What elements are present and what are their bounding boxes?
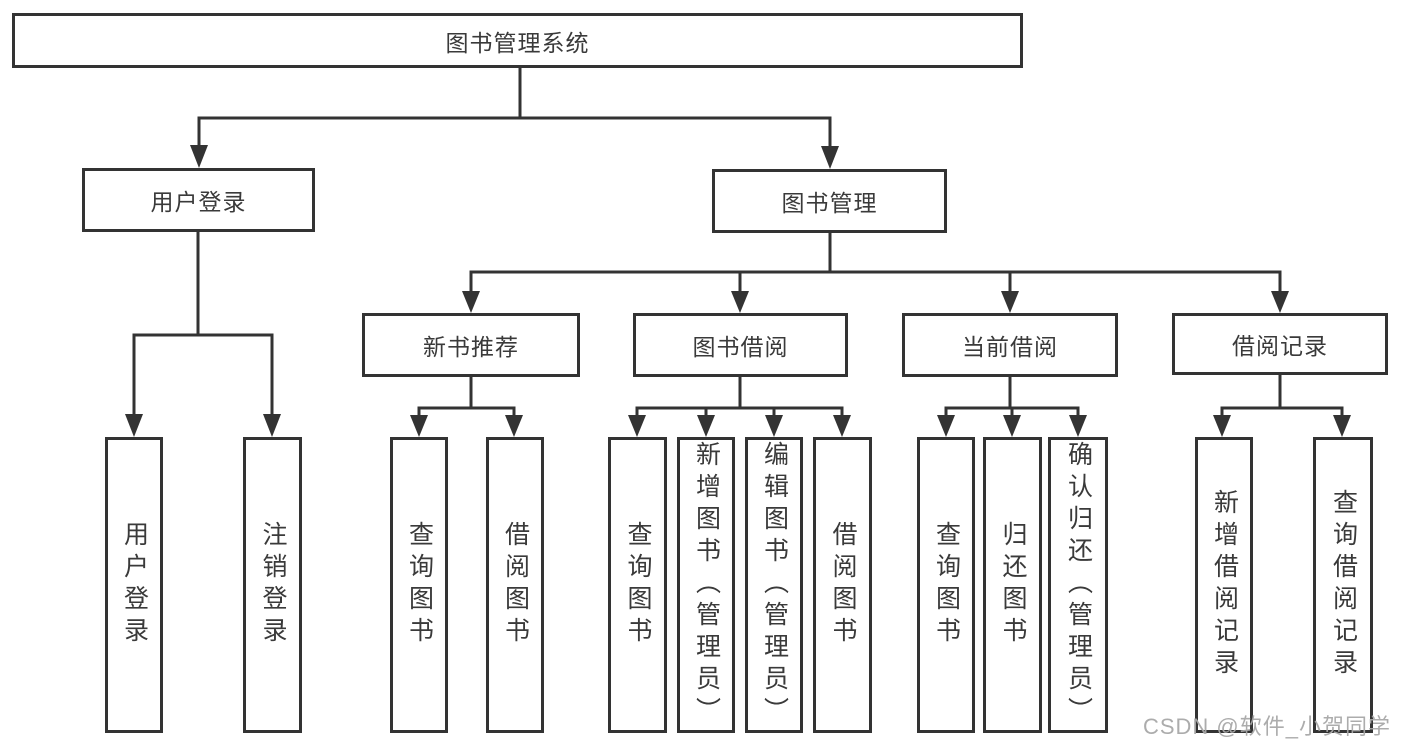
leaf-borrow-books-recommend: 借阅图书 [486, 437, 544, 733]
node-book-borrowing: 图书借阅 [633, 313, 848, 377]
leaf-query-books-current: 查询图书 [917, 437, 975, 733]
node-new-book-recommend-label: 新书推荐 [423, 334, 519, 360]
leaf-add-borrow-record: 新增借阅记录 [1195, 437, 1253, 733]
node-current-borrowing-label: 当前借阅 [962, 334, 1058, 360]
node-book-management: 图书管理 [712, 169, 947, 233]
node-book-borrowing-label: 图书借阅 [692, 334, 789, 360]
node-user-login: 用户登录 [82, 168, 315, 232]
leaf-borrow-books-borrowing: 借阅图书 [813, 437, 872, 733]
leaf-add-books-admin: 新增图书（管理员） [677, 437, 735, 733]
leaf-confirm-return-admin: 确认归还（管理员） [1048, 437, 1108, 733]
leaf-user-login: 用户登录 [105, 437, 163, 733]
leaf-query-books-borrowing: 查询图书 [608, 437, 667, 733]
node-user-login-label: 用户登录 [150, 189, 247, 215]
node-current-borrowing: 当前借阅 [902, 313, 1118, 377]
node-new-book-recommend: 新书推荐 [362, 313, 580, 377]
node-root-label: 图书管理系统 [445, 29, 590, 56]
watermark: CSDN @软件_小贺同学 [1142, 714, 1391, 739]
node-borrow-records-label: 借阅记录 [1232, 333, 1328, 359]
leaf-logout: 注销登录 [243, 437, 302, 733]
node-root-library-system: 图书管理系统 [12, 13, 1023, 68]
leaf-edit-books-admin: 编辑图书（管理员） [745, 437, 803, 733]
leaf-query-books-recommend: 查询图书 [390, 437, 448, 733]
node-borrow-records: 借阅记录 [1172, 313, 1388, 375]
leaf-query-borrow-record: 查询借阅记录 [1313, 437, 1373, 733]
leaf-return-books: 归还图书 [983, 437, 1042, 733]
node-book-management-label: 图书管理 [781, 190, 878, 216]
